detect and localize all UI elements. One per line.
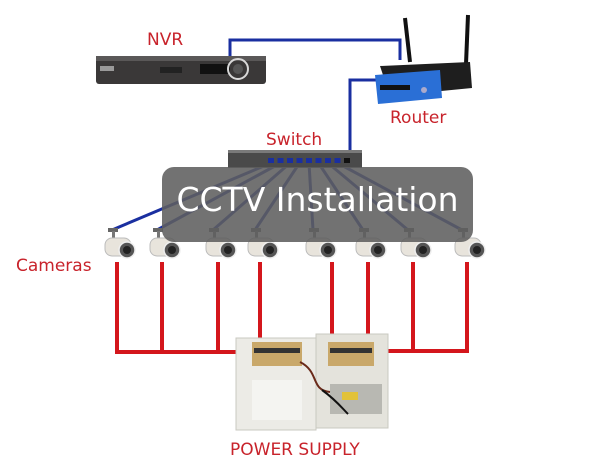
power-cable-left <box>115 262 238 354</box>
switch-port <box>334 158 341 163</box>
nvr-device-icon <box>96 56 266 84</box>
switch-port <box>277 158 284 163</box>
cctv-camera-icon <box>104 228 136 259</box>
router-to-switch-cable <box>348 78 380 160</box>
router-icon <box>375 14 472 104</box>
power-supply-label: POWER SUPPLY <box>230 440 360 460</box>
nvr-to-router-cable <box>228 38 402 60</box>
cctv-camera-icon <box>355 228 387 259</box>
network-cables <box>228 38 402 160</box>
cctv-camera-icon <box>247 228 279 259</box>
switch-port <box>325 158 331 163</box>
switch-port <box>268 158 274 163</box>
power-cable-right <box>385 262 469 353</box>
title-overlay <box>162 167 473 242</box>
cctv-camera-icon <box>149 228 181 259</box>
switch-port <box>315 158 322 163</box>
diagram-title: CCTV Installation <box>176 180 459 219</box>
switch-port <box>306 158 312 163</box>
switch-label: Switch <box>266 130 323 150</box>
switch-port <box>344 158 350 163</box>
router-label: Router <box>390 108 447 128</box>
switch-port <box>287 158 293 163</box>
power-supply-box-icon <box>235 333 389 431</box>
nvr-label: NVR <box>147 30 184 50</box>
power-cables <box>115 262 469 354</box>
cameras-label: Cameras <box>16 256 92 276</box>
network-switch-icon <box>228 150 362 168</box>
switch-port <box>296 158 303 163</box>
